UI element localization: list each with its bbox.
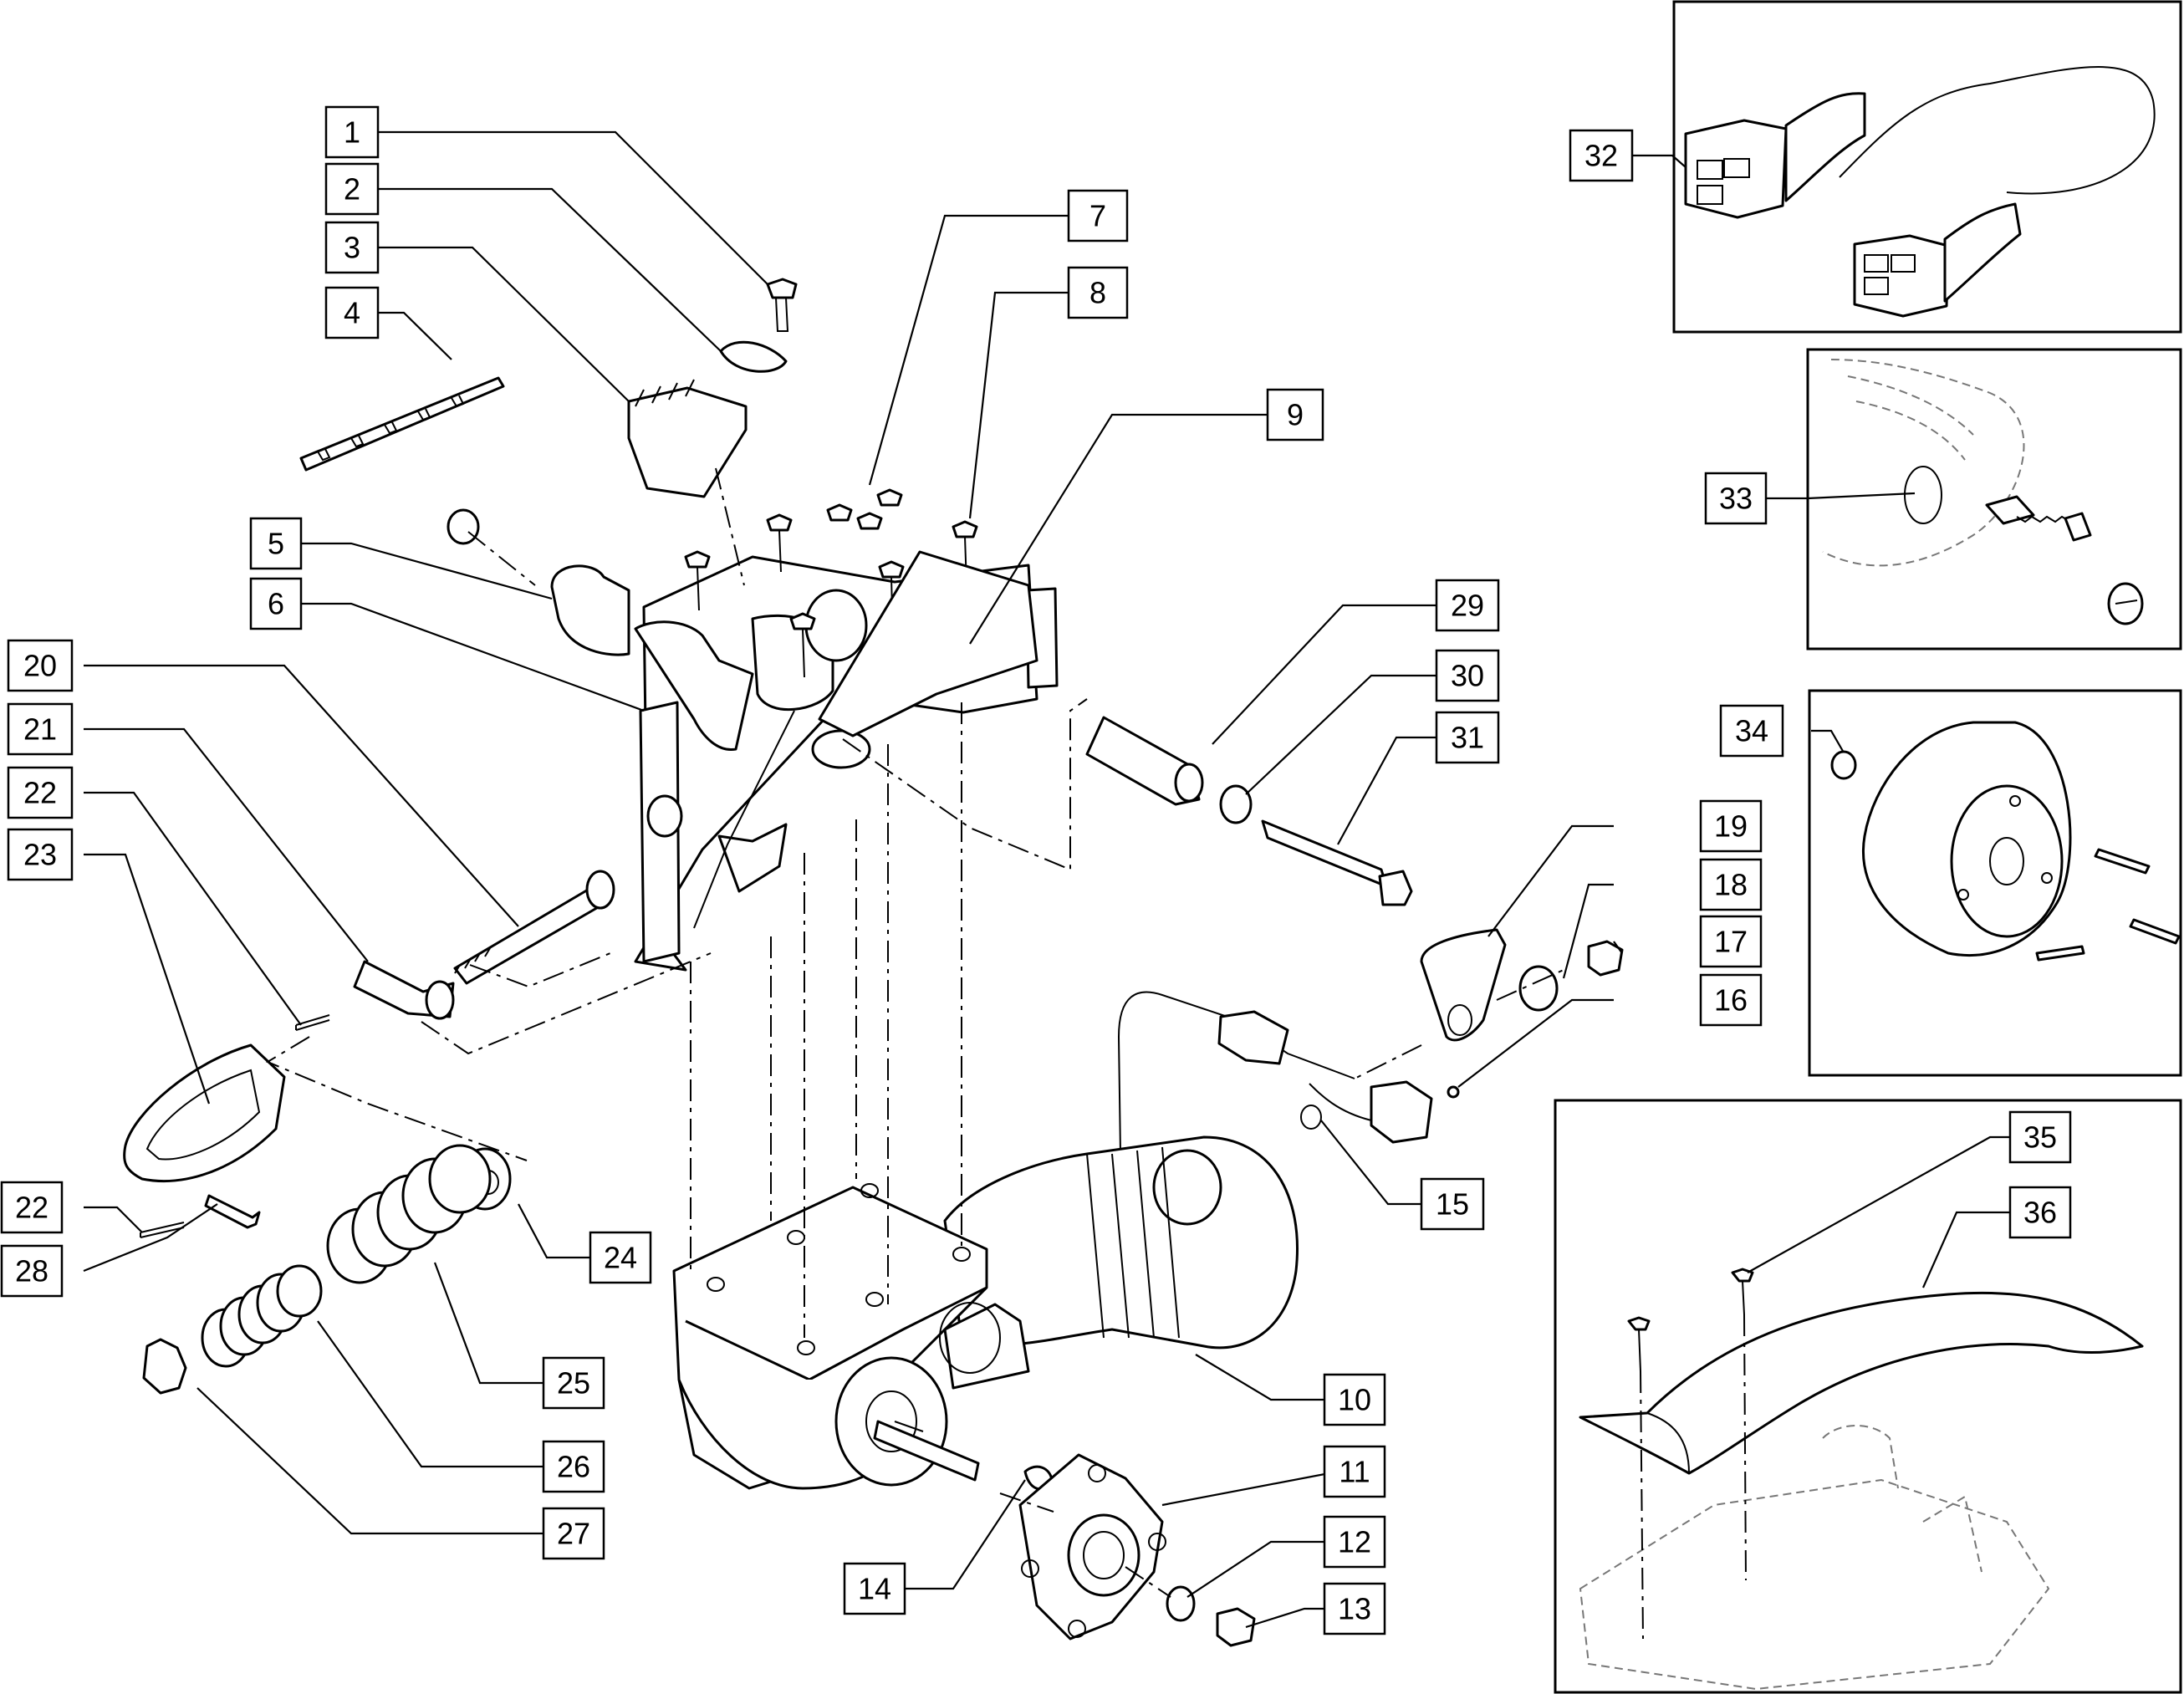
svg-text:32: 32 (1584, 139, 1618, 173)
svg-text:11: 11 (1339, 1455, 1370, 1489)
callout-27: 27 (542, 1507, 605, 1560)
svg-text:17: 17 (1714, 925, 1748, 959)
svg-text:25: 25 (557, 1366, 590, 1401)
svg-text:6: 6 (268, 587, 284, 621)
svg-text:10: 10 (1338, 1383, 1371, 1417)
harness-cable-part (1684, 66, 2156, 318)
callout-18: 18 (1699, 858, 1763, 911)
callout-24: 24 (589, 1231, 652, 1284)
callout-14: 14 (843, 1562, 906, 1615)
svg-text:18: 18 (1714, 868, 1748, 902)
svg-text:1: 1 (344, 115, 360, 150)
svg-text:27: 27 (557, 1517, 590, 1551)
callout-35: 35 (2008, 1110, 2072, 1164)
callout-22-bottom: 22 (0, 1181, 64, 1234)
svg-text:22: 22 (15, 1191, 48, 1225)
svg-text:13: 13 (1338, 1592, 1371, 1626)
assembly-lines (265, 467, 1564, 1598)
svg-text:8: 8 (1089, 276, 1106, 310)
svg-text:35: 35 (2023, 1120, 2057, 1155)
callout-9: 9 (1266, 388, 1324, 441)
callout-boxes: 1 2 3 4 5 6 7 8 9 10 11 12 13 14 15 16 1… (0, 105, 2072, 1635)
svg-text:36: 36 (2023, 1196, 2057, 1230)
svg-text:33: 33 (1719, 482, 1753, 516)
callout-6: 6 (249, 577, 303, 630)
callout-15: 15 (1420, 1177, 1485, 1231)
callout-26: 26 (542, 1440, 605, 1493)
callout-13: 13 (1323, 1582, 1386, 1635)
callout-29: 29 (1435, 579, 1500, 632)
callout-2: 2 (324, 162, 380, 216)
callout-34: 34 (1719, 704, 1784, 758)
callout-21: 21 (7, 702, 74, 756)
callout-1: 1 (324, 105, 380, 159)
callout-5: 5 (249, 517, 303, 570)
svg-text:21: 21 (23, 712, 57, 747)
svg-text:12: 12 (1338, 1525, 1371, 1559)
callout-36: 36 (2008, 1186, 2072, 1239)
callout-30: 30 (1435, 649, 1500, 702)
svg-text:24: 24 (604, 1241, 637, 1275)
callout-19: 19 (1699, 799, 1763, 853)
svg-text:3: 3 (344, 231, 360, 265)
callout-20: 20 (7, 639, 74, 692)
callout-3: 3 (324, 221, 380, 274)
callout-25: 25 (542, 1356, 605, 1410)
svg-text:9: 9 (1287, 398, 1304, 432)
svg-text:5: 5 (268, 527, 284, 561)
svg-text:16: 16 (1714, 983, 1748, 1018)
svg-text:15: 15 (1436, 1187, 1469, 1222)
callout-32: 32 (1569, 129, 1634, 182)
callout-17: 17 (1699, 915, 1763, 968)
svg-text:19: 19 (1714, 809, 1748, 844)
svg-text:2: 2 (344, 172, 360, 207)
small-spring (201, 1264, 323, 1368)
inset-frame-fender (1554, 1099, 2182, 1694)
svg-text:7: 7 (1089, 199, 1106, 233)
callout-31: 31 (1435, 711, 1500, 764)
svg-text:34: 34 (1735, 714, 1768, 748)
callout-12: 12 (1323, 1515, 1386, 1569)
callout-8: 8 (1067, 266, 1129, 319)
svg-text:31: 31 (1451, 721, 1484, 755)
brush-inset-part (1822, 359, 2144, 625)
main-assembly (123, 278, 1624, 1647)
callout-11: 11 (1323, 1445, 1386, 1498)
brake-inset-part (1830, 721, 2181, 962)
callout-10: 10 (1323, 1373, 1386, 1426)
callout-4: 4 (324, 286, 380, 339)
callout-23: 23 (7, 828, 74, 881)
svg-text:26: 26 (557, 1450, 590, 1484)
fender-inset-part (1579, 1268, 2144, 1691)
svg-text:29: 29 (1451, 589, 1484, 623)
callout-28: 28 (0, 1244, 64, 1298)
svg-text:20: 20 (23, 649, 57, 683)
callout-7: 7 (1067, 189, 1129, 242)
svg-text:22: 22 (23, 776, 57, 810)
callout-22-top: 22 (7, 766, 74, 819)
svg-text:14: 14 (858, 1572, 891, 1606)
large-spring (326, 1144, 492, 1284)
callout-33: 33 (1704, 472, 1768, 525)
svg-text:30: 30 (1451, 659, 1484, 693)
svg-text:4: 4 (344, 296, 360, 330)
callout-16: 16 (1699, 973, 1763, 1027)
svg-text:23: 23 (23, 838, 57, 872)
svg-text:28: 28 (15, 1254, 48, 1288)
